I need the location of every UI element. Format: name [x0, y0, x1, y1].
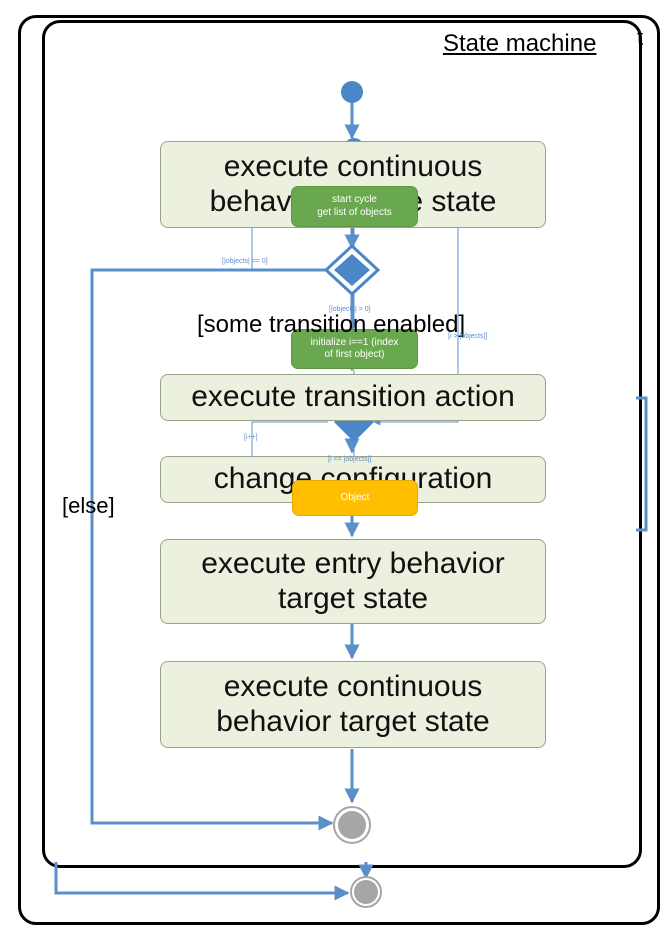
action-exec-entry-target: execute entry behavior target state [160, 539, 546, 624]
initial-node [341, 81, 363, 103]
guard-else: [else] [62, 493, 115, 518]
flow-outer-left [54, 862, 350, 901]
guard-objects-empty: [|objects| == 0] [222, 258, 268, 265]
decision-node-inner [334, 254, 370, 286]
guard-some-transition-enabled: [some transition enabled] [197, 311, 466, 338]
action-exec-continuous-target: execute continuous behavior target state [160, 661, 546, 748]
flow-right-bracket [636, 396, 648, 532]
diagram-title-fragment: t [637, 25, 644, 50]
node-initialize: initialize i==1 (index of first object) [291, 329, 418, 369]
inner-frame [42, 20, 642, 868]
outer-frame [18, 15, 660, 925]
guard-i-gt-objects: [i > |objects|] [448, 333, 488, 340]
flow-else [90, 268, 334, 831]
guard-i-increment: [i++] [244, 434, 258, 441]
action-exec-transition: execute transition action [160, 374, 546, 421]
guard-objects-nonempty: [|objects| > 0] [329, 306, 371, 313]
node-start-cycle: start cycle get list of objects [291, 186, 418, 227]
guard-i-le-objects: [i <= |objects|] [328, 456, 372, 463]
diagram-title: State machine [443, 30, 597, 58]
node-object: Object [292, 480, 418, 516]
